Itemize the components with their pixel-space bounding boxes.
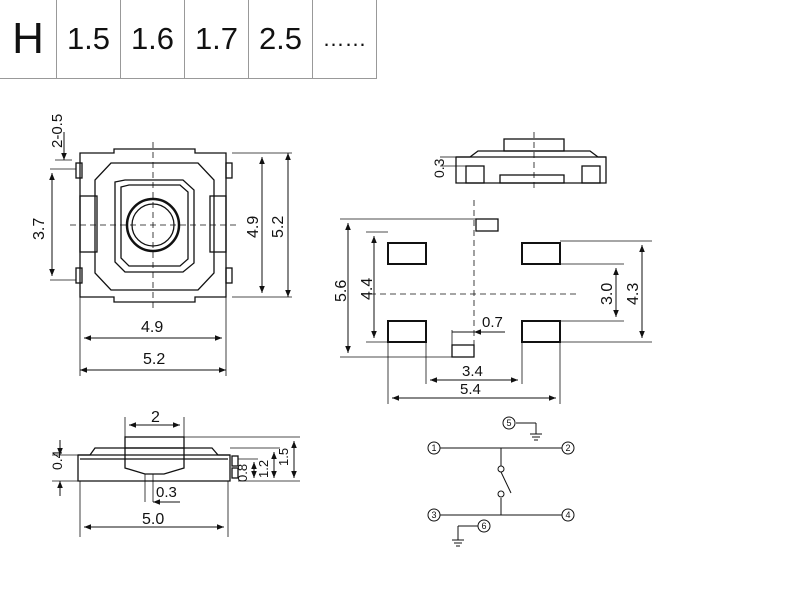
- label-pcb-3-4: 3.4: [462, 363, 483, 380]
- height-value-2: 1.6: [120, 0, 184, 78]
- contact-bottom: [497, 490, 505, 498]
- contact-top: [497, 465, 505, 473]
- pin-1-label: 1: [431, 443, 436, 453]
- label-front-5-0: 5.0: [142, 511, 164, 528]
- actuator-circle: [125, 197, 181, 253]
- inner-octagon: [94, 162, 215, 291]
- pin-6-label: 6: [481, 521, 486, 531]
- side-body: [455, 150, 607, 184]
- height-value-1: 1.5: [56, 0, 120, 78]
- pin-bottom-right: [225, 267, 233, 284]
- height-label: H: [12, 14, 44, 63]
- front-lead-a: [231, 455, 239, 467]
- top-view: [49, 132, 292, 376]
- label-side-0-3: 0.3: [431, 158, 447, 178]
- pin-5-label: 5: [506, 418, 511, 428]
- pad-small-top: [475, 218, 499, 232]
- label-top-4-9-v: 4.9: [245, 216, 262, 238]
- label-front-1-2: 1.2: [256, 460, 271, 478]
- pin-3-circle: [427, 508, 441, 522]
- label-front-1-5: 1.5: [276, 448, 291, 466]
- pad-top-left: [387, 242, 427, 265]
- side-view-right: [440, 132, 607, 188]
- button-cap-inner: [120, 184, 189, 267]
- label-top-4-9-h: 4.9: [141, 319, 163, 336]
- pin-bottom-left: [75, 267, 83, 284]
- front-body: [77, 447, 231, 482]
- front-cap: [124, 436, 185, 449]
- front-view: [52, 417, 300, 537]
- label-pcb-0-7: 0.7: [482, 314, 503, 331]
- pin-1-circle: [427, 441, 441, 455]
- pin-2-circle: [561, 441, 575, 455]
- switch-blade: [500, 471, 512, 494]
- label-pcb-5-4: 5.4: [460, 381, 481, 398]
- label-pcb-4-3: 4.3: [625, 283, 642, 305]
- pad-top-right: [521, 242, 561, 265]
- height-value-more: ……: [312, 0, 376, 78]
- pin-4-circle: [561, 508, 575, 522]
- label-pcb-5-6: 5.6: [333, 280, 350, 302]
- side-tab-right: [209, 195, 227, 253]
- pcb-layout: [340, 200, 652, 404]
- label-top-5-2-h: 5.2: [143, 351, 165, 368]
- pad-bottom-left: [387, 320, 427, 343]
- label-front-0-4: 0.4: [49, 450, 65, 470]
- label-pcb-4-4: 4.4: [359, 278, 376, 300]
- height-value-4: 2.5: [248, 0, 312, 78]
- height-value-3: 1.7: [184, 0, 248, 78]
- label-front-0-3: 0.3: [156, 484, 177, 501]
- label-front-0-8: 0.8: [235, 464, 250, 482]
- side-lead-left: [465, 165, 485, 184]
- pin-4-label: 4: [565, 510, 570, 520]
- label-pcb-3-0: 3.0: [599, 283, 616, 305]
- side-base: [499, 174, 565, 184]
- pin-5-circle: [502, 416, 516, 430]
- front-plunger: [124, 448, 185, 475]
- pad-bottom-right: [521, 320, 561, 343]
- height-table: H 1.5 1.6 1.7 2.5 ……: [0, 0, 377, 79]
- label-pin-size: 2-0.5: [49, 114, 66, 148]
- pin-top-right: [225, 162, 233, 179]
- front-lead-b: [231, 467, 239, 479]
- schematic: [427, 416, 575, 547]
- pin-2-label: 2: [565, 443, 570, 453]
- pin-3-label: 3: [431, 510, 436, 520]
- pin-6-circle: [477, 519, 491, 533]
- pin-top-left: [75, 162, 83, 179]
- pad-small-bottom: [451, 344, 475, 358]
- label-front-2: 2: [151, 409, 160, 426]
- label-top-5-2-v: 5.2: [270, 216, 287, 238]
- button-cap-outer: [114, 179, 195, 273]
- side-lead-right: [581, 165, 601, 184]
- label-top-3-7: 3.7: [31, 218, 48, 240]
- side-tab-left: [79, 195, 98, 253]
